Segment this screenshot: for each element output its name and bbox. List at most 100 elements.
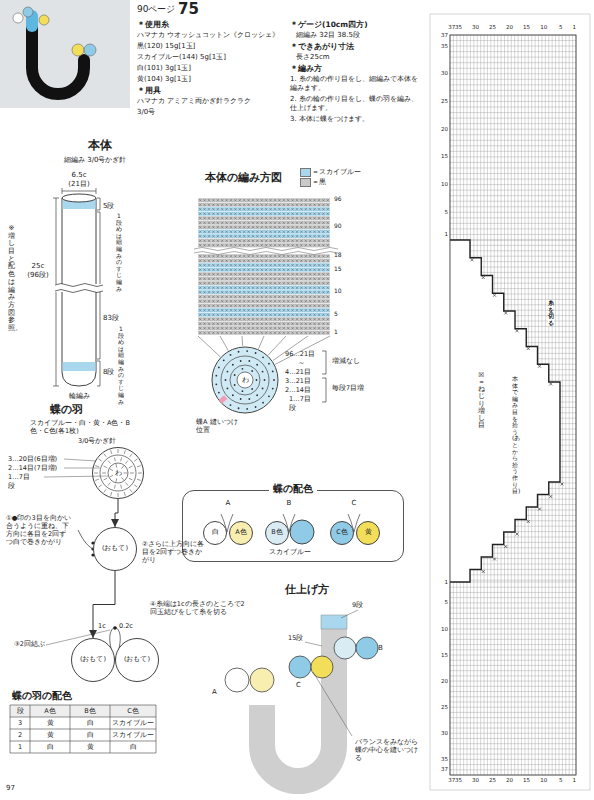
grid-line [450, 195, 576, 196]
tube-break [55, 284, 103, 292]
grid-line [450, 162, 576, 163]
node-text: B色 [271, 529, 282, 537]
page-frame [430, 14, 590, 790]
label-text: 黒(120) 15g[1玉] [137, 42, 195, 51]
grid-line [450, 618, 576, 619]
legend-text: ＝黒 [312, 178, 326, 186]
table-cell: 2 [10, 731, 30, 739]
label-text: わ [242, 376, 249, 385]
wing-swatch [290, 520, 314, 544]
grid-line [450, 769, 576, 770]
grid-line [450, 101, 576, 102]
label-text: 黄(104) 3g[1玉] [137, 75, 191, 84]
label-text: 3…21目 [285, 377, 311, 385]
butterfly-wing [356, 637, 378, 659]
stitch-tick [137, 479, 141, 480]
grid-line [450, 79, 576, 80]
grid-line [450, 234, 576, 235]
label-text: 細編み 3/0号かぎ針 [64, 156, 127, 165]
grid-line [450, 608, 576, 609]
stitch-dot [264, 379, 266, 381]
table-cell: スカイブルー [110, 731, 156, 739]
grid-line [450, 764, 576, 765]
fan-line [198, 336, 220, 357]
stitch-tick [124, 492, 125, 496]
table-cell: 白 [70, 731, 110, 739]
stitch-tick [108, 460, 110, 463]
vertical-note: 本体で編み目を拾う (あとから拾う作り目) [512, 376, 518, 495]
axis-number: 37 [441, 32, 448, 39]
stitch-dot [256, 379, 258, 381]
axis-number: 5 [559, 777, 563, 784]
photo-ground [0, 0, 130, 108]
stitch-dot [240, 398, 242, 400]
label-text: ④糸端は1cの長さのところで2回玉結びをして糸を切る [150, 600, 248, 616]
grid-line [450, 140, 576, 141]
label-text: 96…21目 [285, 350, 315, 358]
table-cell: B色 [70, 707, 110, 715]
node-text: わ [115, 469, 122, 477]
grid-line [450, 686, 576, 687]
stitch-dot [234, 374, 236, 376]
label-text: 5段 [103, 202, 114, 211]
stitch-dot [242, 368, 244, 370]
sew-mark [219, 395, 228, 403]
grid-line [450, 123, 576, 124]
label-text: 90ページ [137, 4, 175, 15]
fan-line [220, 336, 228, 350]
axis-number: 35 [455, 777, 462, 784]
axis-number: 15 [441, 652, 448, 659]
stitch-tick [111, 450, 112, 454]
label-text: 15 [334, 265, 342, 273]
stitch-tick [134, 459, 137, 461]
stitch-tick [120, 485, 122, 489]
hook-tip [26, 16, 38, 26]
stitch-tick [118, 449, 119, 453]
vertical-note: ※増し目と配色は編み方図参照。 [8, 225, 15, 333]
section-heading: ＊用具 [137, 86, 161, 95]
table-cell: 段 [10, 707, 30, 715]
butterfly-wing [334, 637, 356, 659]
label-text: 18 [334, 251, 342, 259]
step-arrow [115, 499, 118, 527]
axis-number: 25 [441, 704, 448, 711]
table-head [10, 705, 156, 717]
axis-number: 5 [445, 209, 449, 216]
node-text: (おもて) [124, 656, 150, 664]
stitch-dot [215, 383, 217, 385]
table-cell: A色 [30, 707, 70, 715]
wing-chart-circle: わ [92, 447, 144, 499]
stitch-dot [240, 360, 242, 362]
stitch-tick [95, 479, 99, 480]
stitch-tick [114, 485, 116, 489]
grid-line [450, 675, 576, 676]
grid-line [450, 107, 576, 108]
grid-line [450, 759, 576, 760]
wing-swatch: 黄 [356, 521, 380, 545]
grid-line [450, 587, 576, 588]
node-text: A色 [235, 529, 246, 537]
stitch-dot [218, 367, 220, 369]
table-cell: 白 [30, 743, 70, 751]
grid-line [450, 712, 576, 713]
grid-line [450, 62, 576, 63]
axis-number: 1 [445, 579, 449, 586]
grid-line [450, 201, 576, 202]
stitch-dot [246, 408, 248, 410]
stitch-dot [248, 398, 250, 400]
grid-line [450, 167, 576, 168]
label-text: (96段) [27, 271, 48, 280]
wing-ring [92, 447, 144, 499]
grid-line [450, 68, 576, 69]
node-text: (おもて) [80, 656, 106, 664]
grid-line [450, 223, 576, 224]
stitch-tick [94, 473, 98, 474]
grid-line [450, 660, 576, 661]
label-text: 白(101) 3g[1玉] [137, 64, 191, 73]
axis-number: 20 [441, 678, 448, 685]
section-heading: 蝶の羽の配色 [12, 690, 72, 703]
axis-number: 35 [455, 24, 462, 31]
grid-line [450, 655, 576, 656]
stitch-tick [130, 489, 132, 492]
tube-band [63, 362, 96, 371]
